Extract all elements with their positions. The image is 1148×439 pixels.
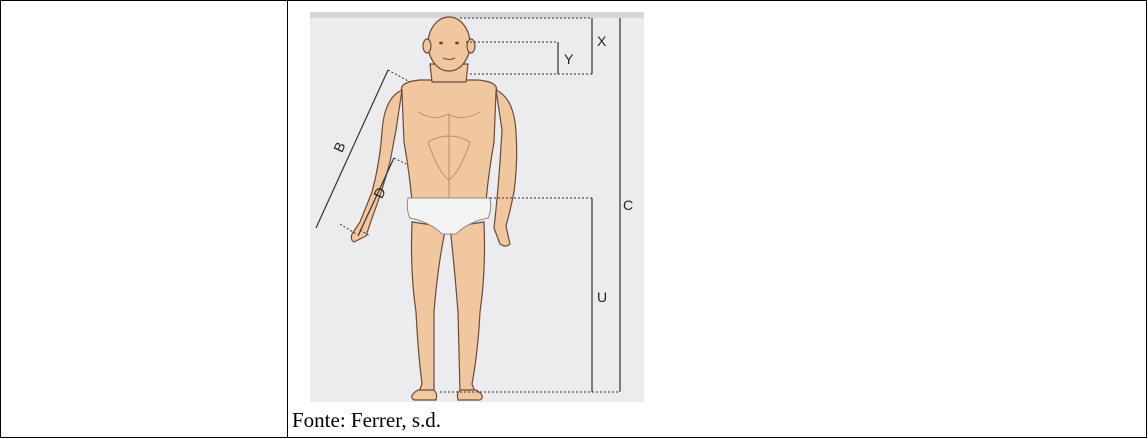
label-u: U [597,289,607,305]
label-x: X [597,33,607,49]
label-c: C [623,197,633,213]
figure-caption: Fonte: Ferrer, s.d. [292,408,441,433]
head [428,17,470,71]
body-measurement-figure: X Y C U B D [310,12,644,402]
empty-cell [1,1,288,438]
anatomy-illustration: X Y C U B D [310,12,644,402]
label-y: Y [564,51,574,67]
